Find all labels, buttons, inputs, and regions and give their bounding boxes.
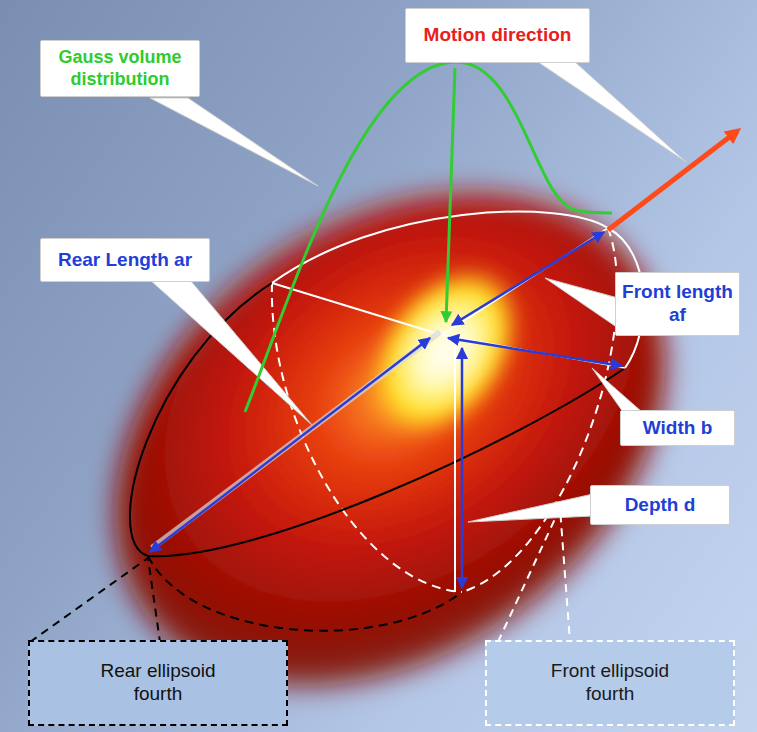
dimension-arrow: [150, 338, 430, 552]
gauss-curve: [245, 62, 612, 412]
dimension-arrow: [448, 338, 622, 366]
callout-box: Depth d: [590, 485, 730, 525]
axis-line: [442, 228, 608, 335]
node-label: Width b: [643, 417, 712, 440]
box-pointer: [498, 508, 570, 642]
callout-box: Gauss volume distribution: [40, 40, 200, 97]
dimension-arrow: [461, 348, 464, 588]
gauss-peak-arrow: [446, 68, 455, 322]
callout-box: Motion direction: [405, 8, 590, 63]
callout-tail: [592, 368, 642, 412]
callout-tail: [545, 278, 618, 328]
hot-spot: [335, 234, 556, 470]
callout-box: Width b: [620, 410, 735, 446]
dimension-arrow: [452, 232, 604, 325]
rear-section-curve: [148, 556, 462, 631]
node-label: Depth d: [625, 494, 696, 517]
front-outline: [272, 212, 644, 368]
callout-box: Rear Length ar: [40, 238, 210, 282]
callout-tail: [150, 98, 318, 186]
callout-box: Front length af: [615, 272, 740, 336]
ellipsoid-box: Front ellipsoid fourth: [485, 640, 735, 726]
ellipsoid-box: Rear ellipsoid fourth: [28, 640, 288, 726]
axis-line: [442, 335, 625, 368]
axis-line: [272, 283, 442, 335]
axis-line: [454, 335, 456, 592]
node-label: Gauss volume distribution: [49, 47, 191, 90]
node-label: Front length af: [622, 281, 733, 327]
node-label: Motion direction: [424, 24, 572, 47]
front-section-curve: [462, 228, 617, 592]
box-pointer: [30, 558, 160, 642]
callout-tail: [468, 494, 593, 522]
node-label: Rear Length ar: [58, 249, 192, 272]
node-label: Front ellipsoid fourth: [530, 660, 690, 706]
heat-blob: [21, 92, 757, 732]
motion-arrow: [608, 132, 736, 230]
node-label: Rear ellipsoid fourth: [78, 660, 238, 706]
callout-tail: [538, 62, 686, 162]
